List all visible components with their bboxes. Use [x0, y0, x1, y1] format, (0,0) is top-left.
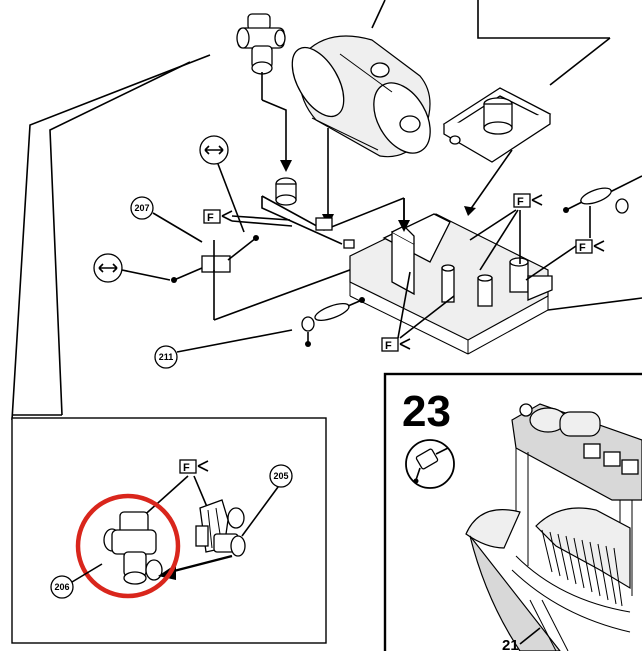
callout-211: 211 [154, 329, 293, 369]
fk-label-right: F [525, 239, 605, 281]
panel-assembly [465, 403, 642, 651]
fk-label-bottom: F [381, 271, 455, 352]
detail-inset: F 205 [11, 417, 327, 644]
step-number: 23 [402, 387, 451, 436]
callout-206-text: 206 [54, 582, 69, 592]
highlight-circle [75, 493, 181, 599]
fk-label-left: F [203, 209, 293, 227]
double-arrow-icon-top [199, 135, 229, 165]
clip-part-205 [195, 499, 246, 557]
tool-icon [405, 439, 455, 489]
fk-label-right-top: F [469, 193, 543, 271]
callout-211-text: 211 [159, 352, 174, 362]
tray [442, 87, 552, 216]
link-rod-right [563, 175, 642, 238]
callout-205-text: 205 [273, 471, 288, 481]
tee-part-206 [103, 511, 163, 585]
callout-205: 205 [241, 464, 293, 537]
fk-right-text: F [579, 242, 586, 254]
connector-link-left [171, 235, 259, 320]
tee-fitting-top [236, 13, 292, 172]
fk-inset-text: F [183, 462, 190, 474]
callout-207-text: 207 [134, 203, 149, 213]
ref-number: 21 [502, 637, 519, 651]
step-panel: 23 [383, 372, 642, 651]
fk-right-top-text: F [517, 196, 524, 208]
base-assembly [213, 177, 642, 355]
double-arrow-icon-left [93, 253, 171, 283]
callout-206: 206 [50, 563, 103, 599]
canister [291, 35, 431, 226]
link-rod-bottom [301, 297, 365, 347]
leader-lines [11, 0, 611, 421]
fk-bottom-text: F [385, 340, 392, 352]
fk-left-text: F [207, 212, 214, 224]
callout-207: 207 [130, 196, 203, 243]
